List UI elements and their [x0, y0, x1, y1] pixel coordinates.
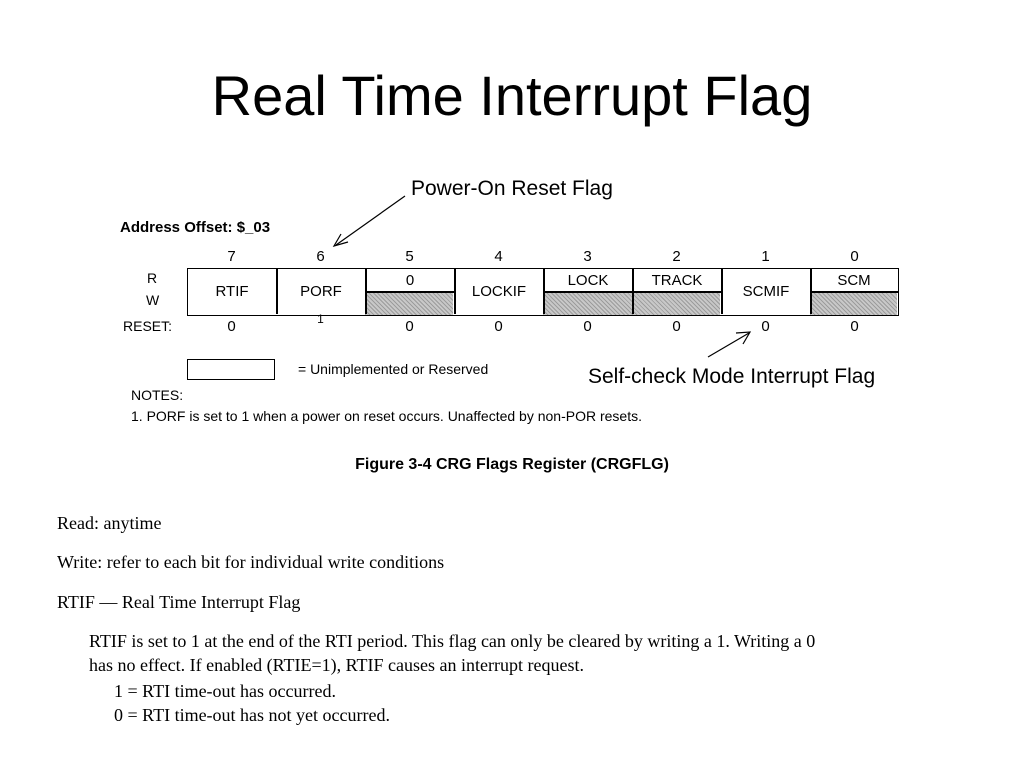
reset-value-bit1: 0 — [761, 318, 770, 335]
bit-number-5: 5 — [405, 248, 414, 265]
rtif-value-1: 1 = RTI time-out has occurred. — [114, 681, 337, 701]
reset-value-bit4: 0 — [494, 318, 503, 335]
split-line — [543, 291, 721, 293]
bit-number-3: 3 — [583, 248, 592, 265]
read-condition: Read: anytime — [57, 513, 162, 533]
bit-number-6: 6 — [316, 248, 325, 265]
reset-value-bit7: 0 — [227, 318, 236, 335]
split-line — [810, 291, 898, 293]
field-scmif: SCMIF — [742, 283, 790, 300]
split-line — [365, 291, 454, 293]
scmif-callout-arrow — [707, 332, 750, 358]
cell-divider — [276, 269, 278, 314]
cell-divider — [721, 269, 723, 314]
scmif-callout-label: Self-check Mode Interrupt Flag — [588, 365, 876, 388]
field-lock: LOCK — [567, 271, 609, 289]
notes-heading: NOTES: — [131, 387, 184, 403]
porf-callout-label: Power-On Reset Flag — [411, 177, 613, 200]
register-frame: RTIF PORF 0 LOCKIF LOCK TRACK SCMIF SCM — [187, 268, 899, 316]
porf-callout-arrow — [335, 195, 406, 246]
note-1: 1. PORF is set to 1 when a power on rese… — [131, 408, 642, 424]
bit0-write-reserved — [810, 292, 897, 315]
field-scm: SCM — [837, 271, 871, 289]
rtif-value-0: 0 = RTI time-out has not yet occurred. — [114, 705, 390, 725]
reset-value-bit5: 0 — [405, 318, 414, 335]
cell-divider — [454, 269, 456, 314]
porf-arrowhead — [332, 233, 349, 247]
field-porf: PORF — [300, 283, 342, 300]
write-condition: Write: refer to each bit for individual … — [57, 552, 445, 572]
field-track: TRACK — [651, 271, 703, 289]
bit3-2-write-reserved — [543, 292, 720, 315]
bit-number-4: 4 — [494, 248, 503, 265]
row-label-read: R — [147, 270, 158, 286]
bit-number-7: 7 — [227, 248, 236, 265]
bit5-write-reserved — [365, 292, 453, 315]
field-bit5-read: 0 — [405, 271, 415, 289]
row-label-reset: RESET: — [123, 318, 173, 334]
rtif-paragraph-line1: RTIF is set to 1 at the end of the RTI p… — [89, 631, 816, 651]
field-lockif: LOCKIF — [471, 283, 527, 300]
reset-value-bit0: 0 — [850, 318, 859, 335]
bit-number-1: 1 — [761, 248, 770, 265]
row-label-write: W — [146, 292, 160, 308]
bit-number-2: 2 — [672, 248, 681, 265]
bit-number-0: 0 — [850, 248, 859, 265]
reset-value-bit6: 1 — [317, 312, 324, 326]
rtif-heading: RTIF — Real Time Interrupt Flag — [57, 592, 301, 612]
slide-title: Real Time Interrupt Flag — [211, 64, 813, 127]
reset-value-bit2: 0 — [672, 318, 681, 335]
address-offset: Address Offset: $_03 — [120, 219, 271, 236]
rtif-paragraph-line2: has no effect. If enabled (RTIE=1), RTIF… — [89, 655, 584, 675]
scmif-arrowhead — [735, 331, 752, 345]
legend-swatch — [187, 359, 275, 380]
reset-value-bit3: 0 — [583, 318, 592, 335]
legend-label: = Unimplemented or Reserved — [298, 361, 489, 377]
figure-caption: Figure 3-4 CRG Flags Register (CRGFLG) — [355, 456, 669, 473]
field-rtif: RTIF — [215, 283, 249, 300]
